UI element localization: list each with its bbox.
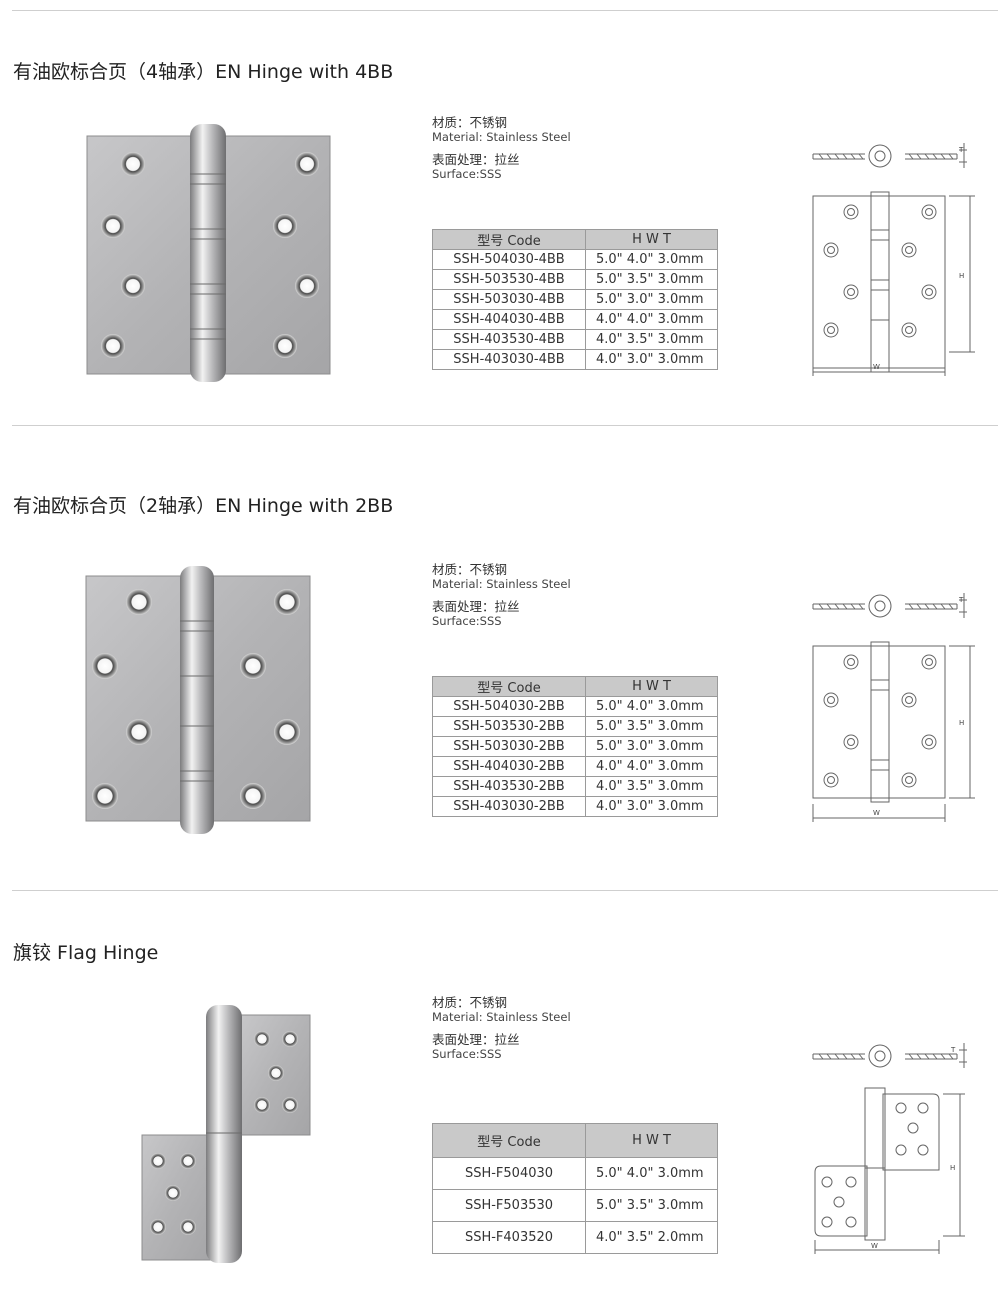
material-cn: 材质：不锈钢 [432, 995, 508, 1010]
dims-cell: 5.0" 3.0" 3.0mm [585, 289, 718, 310]
code-cell: SSH-403030-2BB [432, 796, 586, 817]
code-cell: SSH-F504030 [432, 1157, 586, 1190]
dims-cell: 4.0" 3.5" 2.0mm [585, 1221, 718, 1254]
dims-cell: 5.0" 3.5" 3.0mm [585, 716, 718, 737]
code-cell: SSH-503030-4BB [432, 289, 586, 310]
code-cell: SSH-404030-4BB [432, 309, 586, 330]
section-title-4bb: 有油欧标合页（4轴承）EN Hinge with 4BB [13, 61, 394, 83]
spec-meta-4bb: 材质：不锈钢 Material: Stainless Steel 表面处理：拉丝… [432, 115, 571, 182]
code-cell: SSH-404030-2BB [432, 756, 586, 777]
surface-cn: 表面处理：拉丝 [432, 599, 520, 614]
col-code-header: 型号 Code [432, 676, 586, 697]
code-cell: SSH-F403520 [432, 1221, 586, 1254]
spec-meta-2bb: 材质：不锈钢 Material: Stainless Steel 表面处理：拉丝… [432, 562, 571, 629]
w-label: W [871, 1242, 878, 1250]
col-dims-header: H W T [585, 676, 718, 697]
divider [12, 425, 998, 426]
dims-cell: 5.0" 4.0" 3.0mm [585, 1157, 718, 1190]
hinge-2bb-diagram: T H W [812, 593, 975, 822]
code-cell: SSH-403530-2BB [432, 776, 586, 797]
h-label: H [950, 1164, 955, 1172]
t-label: T [958, 146, 964, 154]
surface-en: Surface:SSS [432, 1047, 502, 1061]
dims-cell: 5.0" 3.0" 3.0mm [585, 736, 718, 757]
code-cell: SSH-403530-4BB [432, 329, 586, 350]
surface-cn: 表面处理：拉丝 [432, 1032, 520, 1047]
hinge-4bb-photo [86, 124, 331, 382]
h-label: H [959, 272, 964, 280]
divider [12, 890, 998, 891]
t-label: T [958, 596, 964, 604]
dims-cell: 5.0" 3.5" 3.0mm [585, 1189, 718, 1222]
dims-cell: 4.0" 3.5" 3.0mm [585, 329, 718, 350]
dims-cell: 4.0" 4.0" 3.0mm [585, 756, 718, 777]
dims-cell: 4.0" 3.5" 3.0mm [585, 776, 718, 797]
col-code-header: 型号 Code [432, 1123, 586, 1158]
material-en: Material: Stainless Steel [432, 1010, 571, 1024]
dims-cell: 4.0" 3.0" 3.0mm [585, 349, 718, 370]
code-cell: SSH-504030-2BB [432, 696, 586, 717]
code-cell: SSH-503530-4BB [432, 269, 586, 290]
dims-cell: 5.0" 4.0" 3.0mm [585, 696, 718, 717]
code-cell: SSH-403030-4BB [432, 349, 586, 370]
material-en: Material: Stainless Steel [432, 577, 571, 591]
surface-en: Surface:SSS [432, 167, 502, 181]
surface-cn: 表面处理：拉丝 [432, 152, 520, 167]
code-cell: SSH-504030-4BB [432, 249, 586, 270]
dims-cell: 5.0" 4.0" 3.0mm [585, 249, 718, 270]
w-label: W [873, 809, 880, 817]
w-label: W [873, 363, 880, 371]
code-cell: SSH-503030-2BB [432, 736, 586, 757]
hinge-2bb-photo [85, 566, 311, 834]
code-cell: SSH-503530-2BB [432, 716, 586, 737]
divider [12, 10, 998, 11]
h-label: H [959, 719, 964, 727]
material-cn: 材质：不锈钢 [432, 562, 508, 577]
surface-en: Surface:SSS [432, 614, 502, 628]
section-title-2bb: 有油欧标合页（2轴承）EN Hinge with 2BB [13, 495, 394, 517]
flag-hinge-photo [141, 1005, 311, 1263]
spec-meta-flag: 材质：不锈钢 Material: Stainless Steel 表面处理：拉丝… [432, 995, 571, 1062]
material-cn: 材质：不锈钢 [432, 115, 508, 130]
flag-hinge-diagram: T H W [812, 1043, 967, 1254]
dims-cell: 5.0" 3.5" 3.0mm [585, 269, 718, 290]
dims-cell: 4.0" 3.0" 3.0mm [585, 796, 718, 817]
code-cell: SSH-F503530 [432, 1189, 586, 1222]
col-dims-header: H W T [585, 229, 718, 250]
material-en: Material: Stainless Steel [432, 130, 571, 144]
dims-cell: 4.0" 4.0" 3.0mm [585, 309, 718, 330]
t-label: T [950, 1046, 956, 1054]
section-title-flag: 旗铰 Flag Hinge [13, 942, 159, 964]
col-dims-header: H W T [585, 1123, 718, 1158]
col-code-header: 型号 Code [432, 229, 586, 250]
hinge-4bb-diagram: T H W [812, 143, 975, 376]
